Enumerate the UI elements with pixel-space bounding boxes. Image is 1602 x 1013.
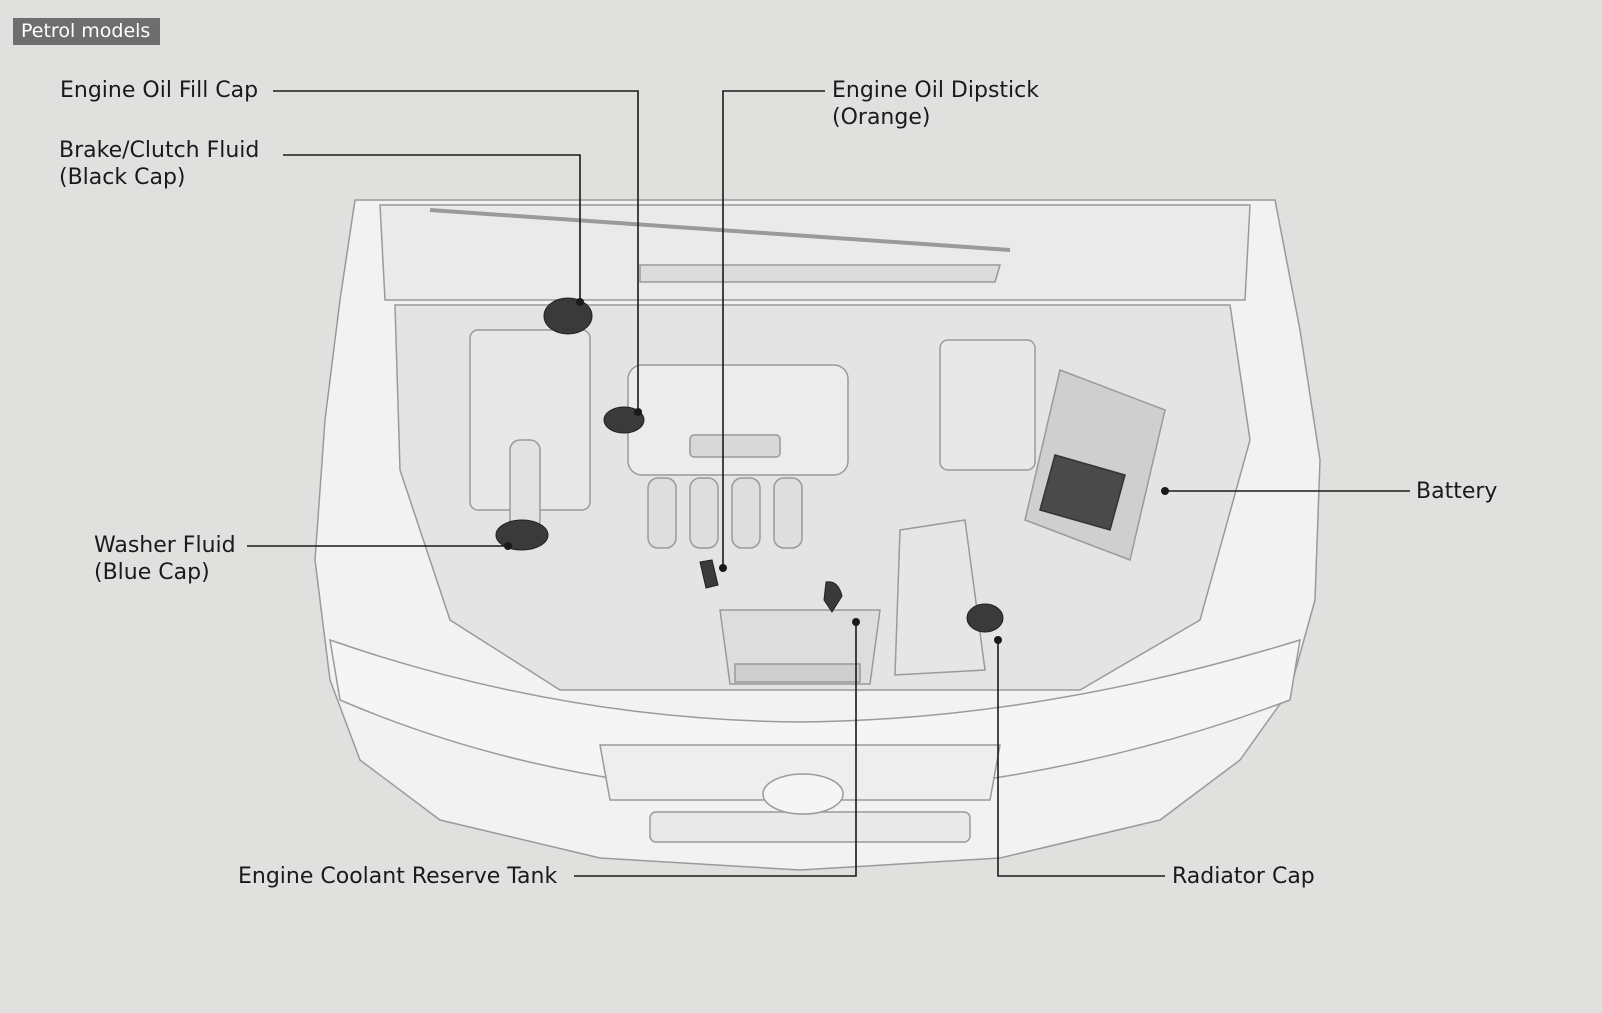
intake-runners xyxy=(647,477,803,549)
dot-battery xyxy=(1161,487,1169,495)
leader-lines xyxy=(247,90,1410,877)
leader-coolant-tank xyxy=(574,622,857,877)
dot-washer-fluid xyxy=(504,542,512,550)
engine-badge xyxy=(689,434,781,458)
leader-radiator-cap xyxy=(997,640,1165,877)
label-oil-dipstick: Engine Oil Dipstick (Orange) xyxy=(832,78,1039,130)
label-brake-clutch-fluid: Brake/Clutch Fluid (Black Cap) xyxy=(59,138,260,190)
label-oil-fill-cap: Engine Oil Fill Cap xyxy=(60,78,259,103)
engine-cover xyxy=(627,364,849,476)
label-radiator-cap: Radiator Cap xyxy=(1172,864,1315,889)
washer-neck xyxy=(509,439,541,531)
dot-radiator-cap xyxy=(994,636,1002,644)
models-badge: Petrol models xyxy=(13,18,161,45)
label-washer-fluid: Washer Fluid (Blue Cap) xyxy=(94,533,236,585)
lower-grille xyxy=(649,811,971,843)
grille xyxy=(599,744,1001,801)
engine-bay xyxy=(394,304,1251,691)
leader-dots xyxy=(504,298,1169,644)
cowl-vent xyxy=(639,264,1002,283)
battery-top xyxy=(1039,454,1126,531)
leader-oil-fill-cap xyxy=(273,90,639,408)
dot-coolant-tank xyxy=(852,618,860,626)
car-front-illustration xyxy=(314,199,1321,871)
leader-brake-clutch xyxy=(283,154,581,302)
emblem xyxy=(762,773,844,815)
radiator-cap xyxy=(966,603,1004,633)
coolant-tank-cap xyxy=(823,581,843,613)
dot-oil-dipstick xyxy=(719,564,727,572)
brake-clutch-cap xyxy=(543,297,593,335)
leader-oil-dipstick xyxy=(722,90,825,568)
dot-oil-fill-cap xyxy=(634,408,642,416)
cowl-panel xyxy=(379,204,1251,301)
radiator-vent xyxy=(734,663,861,683)
air-box xyxy=(939,339,1036,471)
wiper-arm xyxy=(429,208,1011,252)
dipstick-handle xyxy=(699,559,719,589)
oil-fill-cap xyxy=(603,406,645,434)
intake-duct xyxy=(894,519,986,676)
label-coolant-tank: Engine Coolant Reserve Tank xyxy=(238,864,558,889)
label-battery: Battery xyxy=(1416,479,1498,504)
dot-brake-clutch xyxy=(576,298,584,306)
